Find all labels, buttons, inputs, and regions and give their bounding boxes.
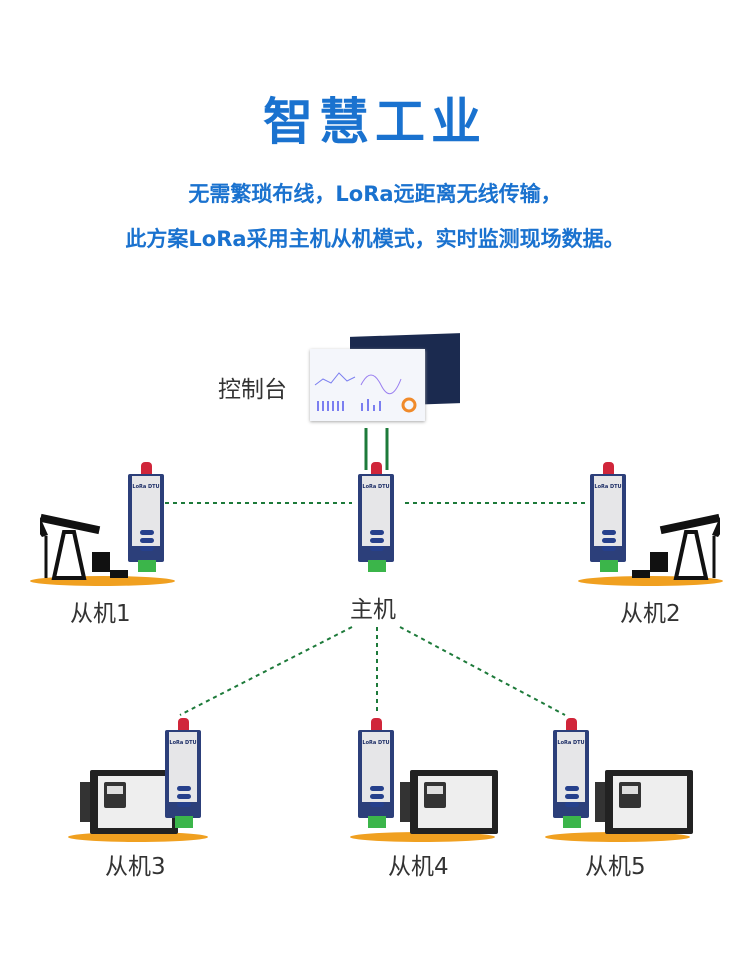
page-title: 智慧工业 [263, 93, 487, 151]
slave2-dtu-device: LoRa DTU [590, 462, 626, 574]
electric-meter-cabinet-icon [80, 770, 178, 834]
device-model-label: LoRa DTU [557, 740, 585, 746]
electric-meter-cabinet-icon [595, 770, 693, 834]
link-slave3 [179, 626, 353, 716]
device-model-label: LoRa DTU [362, 740, 390, 746]
electric-meter-cabinet-icon [400, 770, 498, 834]
device-model-label: LoRa DTU [132, 484, 160, 490]
base-ellipse [350, 832, 495, 842]
slave2-label: 从机2 [620, 601, 681, 627]
device-model-label: LoRa DTU [362, 484, 390, 490]
oil-pump-icon [40, 513, 128, 580]
console-dashboard-image [305, 333, 460, 423]
console-label: 控制台 [218, 377, 287, 403]
slave4-dtu-device: LoRa DTU [358, 718, 394, 830]
base-ellipse [68, 832, 208, 842]
master-dtu-device: LoRa DTU [358, 462, 394, 574]
slave1-dtu-device: LoRa DTU [128, 462, 164, 574]
base-ellipse [30, 576, 175, 586]
slave3-dtu-device: LoRa DTU [165, 718, 201, 830]
subtitle-line-2: 此方案LoRa采用主机从机模式，实时监测现场数据。 [125, 227, 625, 251]
device-model-label: LoRa DTU [594, 484, 622, 490]
oil-pump-icon [632, 513, 720, 580]
slave4-label: 从机4 [388, 854, 449, 880]
master-label: 主机 [350, 597, 396, 623]
slave1-label: 从机1 [70, 601, 131, 627]
slave5-label: 从机5 [585, 854, 646, 880]
slave5-dtu-device: LoRa DTU [553, 718, 589, 830]
link-slave5 [399, 626, 566, 716]
device-model-label: LoRa DTU [169, 740, 197, 746]
slave3-label: 从机3 [105, 854, 166, 880]
subtitle-line-1: 无需繁琐布线，LoRa远距离无线传输， [188, 182, 562, 206]
base-ellipse [578, 576, 723, 586]
base-ellipse [545, 832, 690, 842]
